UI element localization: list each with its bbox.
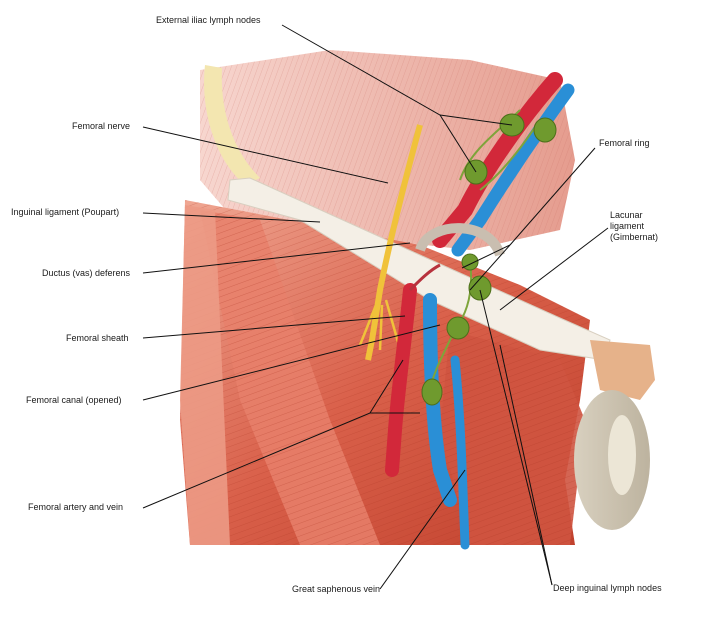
label-great-saphenous-vein: Great saphenous vein: [292, 584, 381, 594]
label-femoral-artery-vein: Femoral artery and vein: [28, 502, 124, 512]
leader-lines: [142, 24, 609, 590]
label-inguinal-ligament: Inguinal ligament (Poupart): [11, 207, 120, 217]
label-femoral-sheath: Femoral sheath: [66, 333, 129, 343]
label-lacunar-ligament-line3: (Gimbernat): [610, 232, 659, 242]
femoral-artery: [385, 283, 417, 477]
great-saphenous-vein: [450, 355, 470, 550]
femoral-ring-arch: [415, 223, 505, 257]
label-femoral-nerve: Femoral nerve: [72, 121, 131, 131]
label-femoral-ring: Femoral ring: [599, 138, 650, 148]
external-iliac-vein: [451, 83, 575, 257]
label-lacunar-ligament-line2: ligament: [610, 221, 645, 231]
ductus-deferens: [408, 263, 441, 292]
label-deep-inguinal-lymph-nodes: Deep inguinal lymph nodes: [553, 583, 662, 593]
label-lacunar-ligament-line1: Lacunar: [610, 210, 643, 220]
label-external-iliac-lymph-nodes: External iliac lymph nodes: [156, 15, 261, 25]
label-ductus-deferens: Ductus (vas) deferens: [42, 268, 131, 278]
spermatic-cord: [590, 340, 655, 400]
femoral-nerve: [365, 124, 423, 361]
external-iliac-artery: [432, 72, 563, 248]
label-femoral-canal: Femoral canal (opened): [26, 395, 122, 405]
